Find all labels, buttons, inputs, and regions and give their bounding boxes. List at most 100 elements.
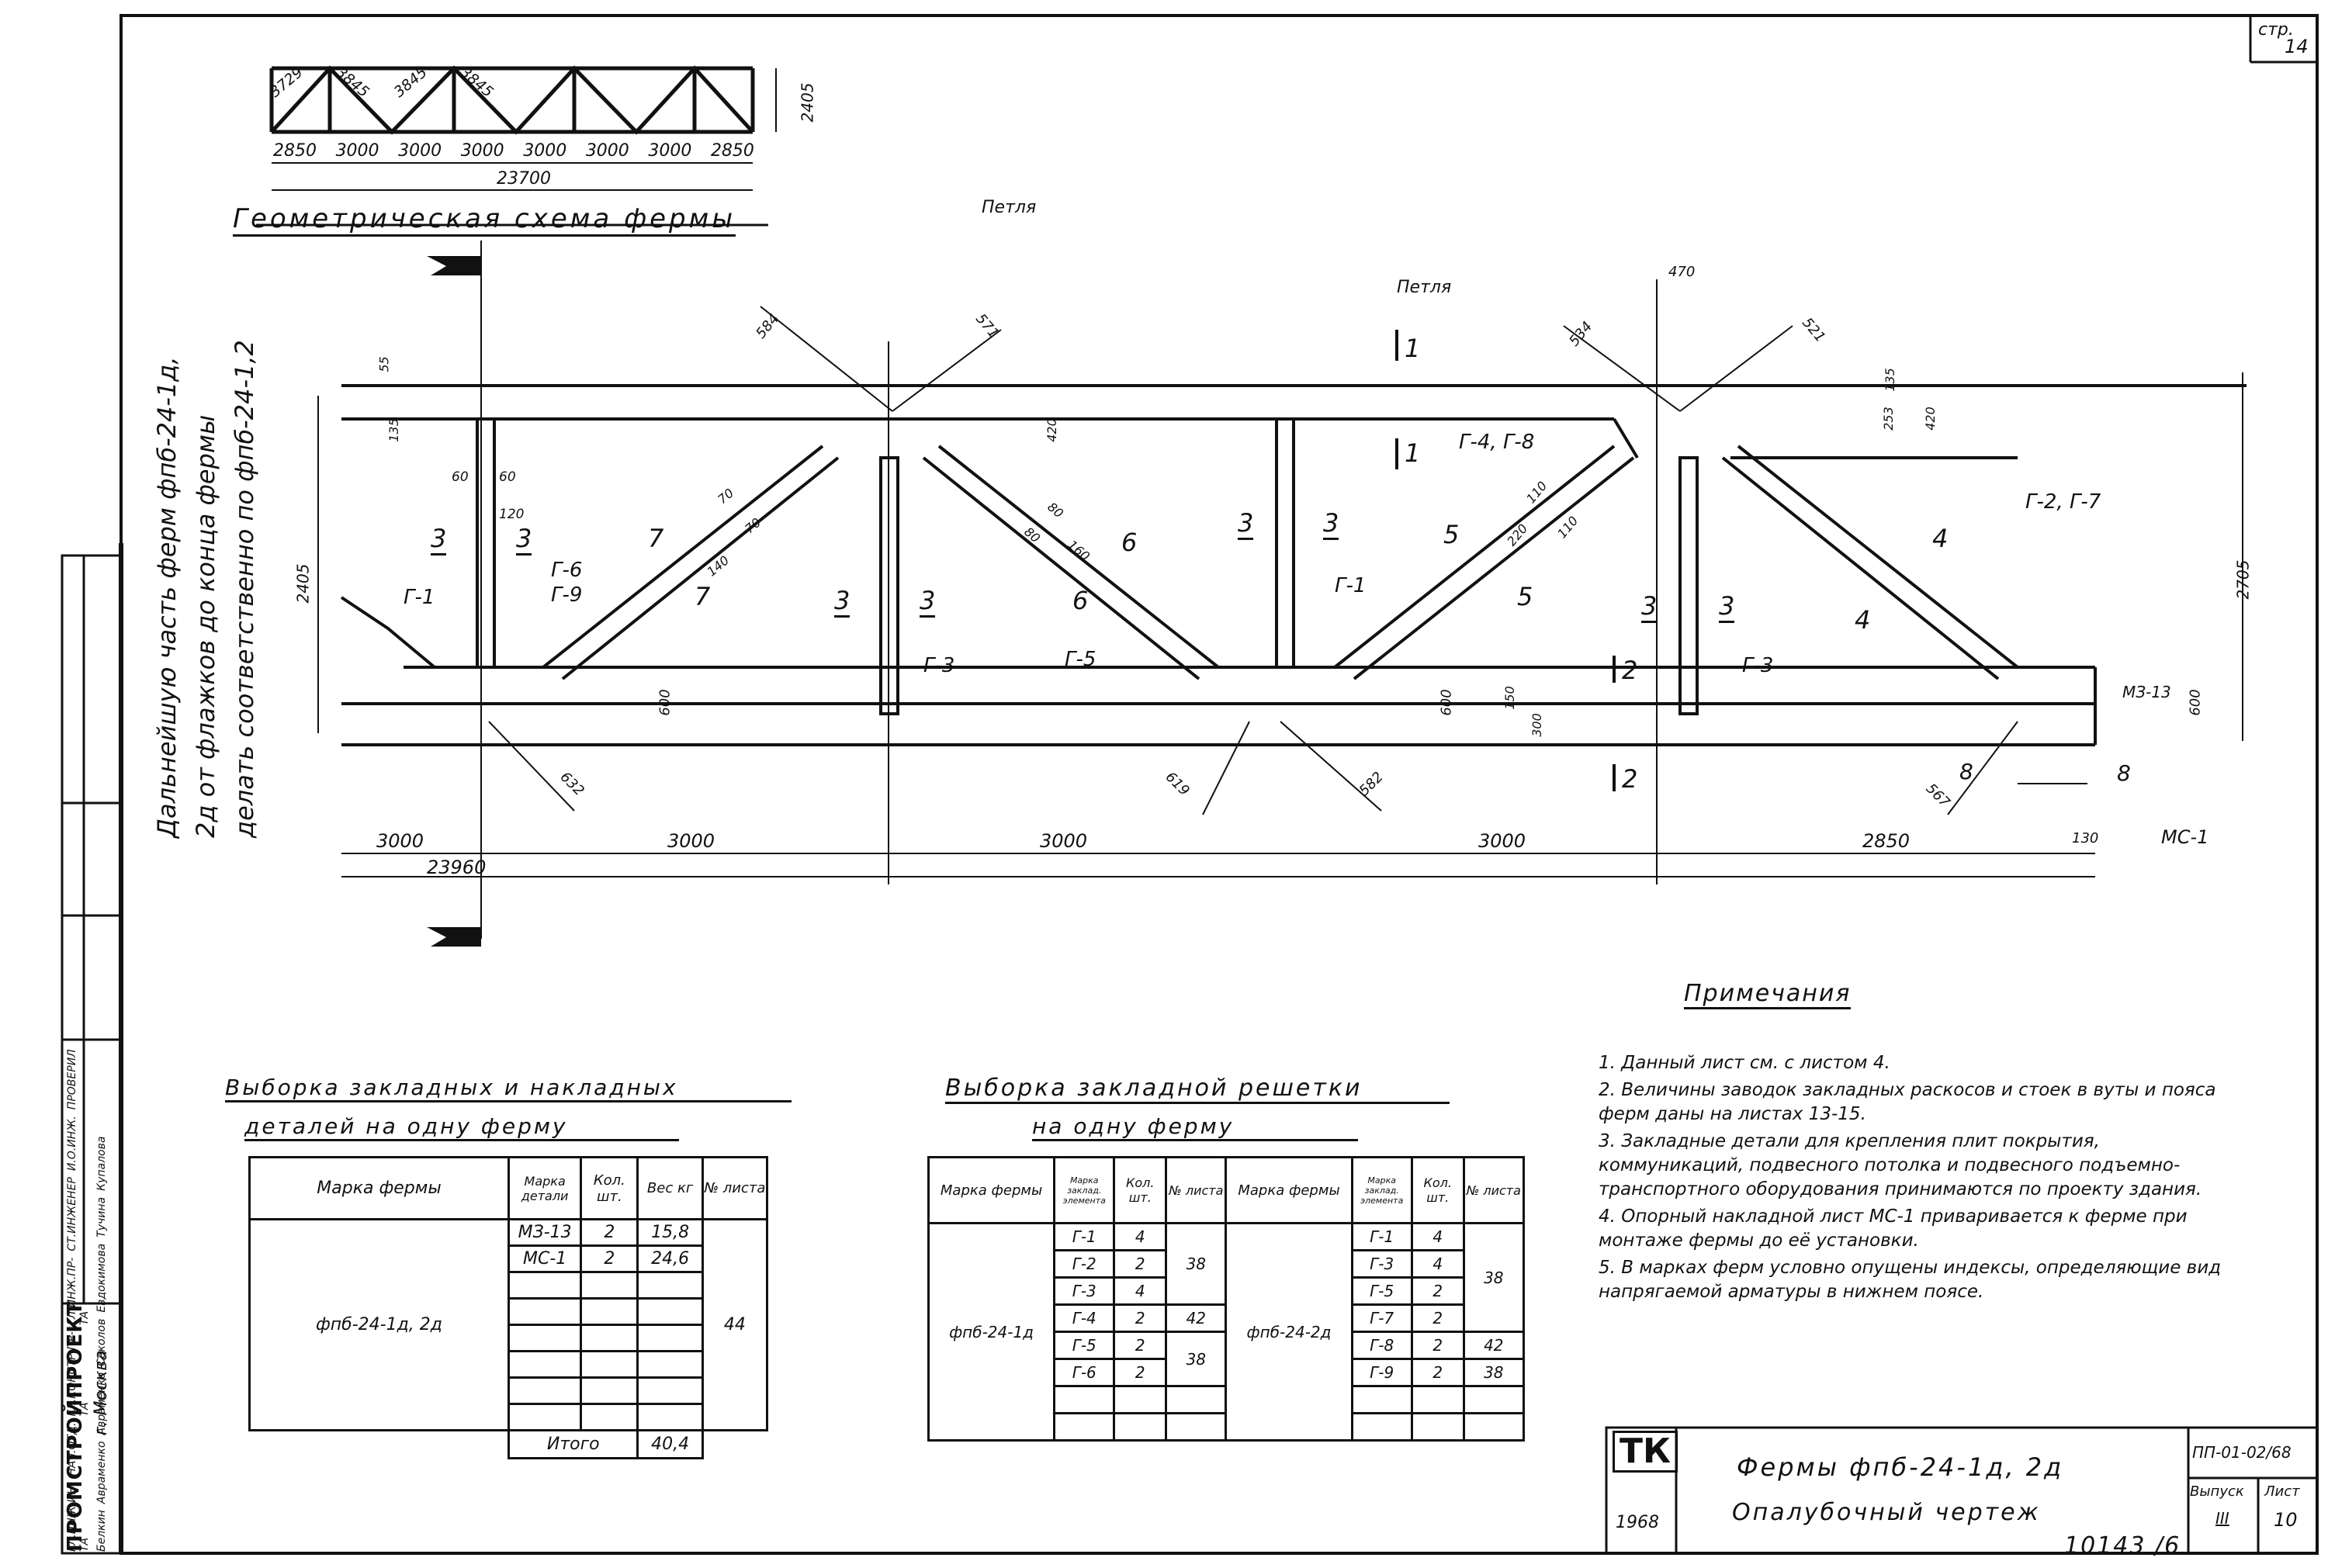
section-1: 1 <box>1405 334 1421 363</box>
t2-cell: Г-2 <box>1053 1249 1116 1279</box>
bottom-dim: 130 <box>2072 830 2099 846</box>
table2: Марка фермы Марка заклад. элемента Кол. … <box>927 1156 1526 1442</box>
scheme-title: Геометрическая схема фермы <box>233 203 736 237</box>
t2-cell: Г-3 <box>1053 1276 1116 1306</box>
scheme-panel: 3000 <box>648 141 692 161</box>
section-7: 7 <box>695 582 711 611</box>
section-1: 1 <box>1405 438 1421 468</box>
t1-mark: фпб-24-1д, 2д <box>248 1218 510 1431</box>
bottom-dim: 3000 <box>1040 830 1088 852</box>
loop-label-2: Петля <box>1397 278 1452 297</box>
section-3: 3 <box>1641 591 1658 623</box>
page-ref-label: стр. <box>2258 20 2294 40</box>
dim-470: 470 <box>1668 264 1696 280</box>
table1-title2: деталей на одну ферму <box>244 1113 679 1141</box>
title-subtitle: Опалубочный чертеж <box>1732 1499 2041 1526</box>
t2-cell: 4 <box>1410 1222 1465 1251</box>
t2-cell: 2 <box>1410 1331 1465 1360</box>
t1-header: № листа <box>701 1156 769 1220</box>
geometric-scheme <box>256 65 777 227</box>
t1-total: 40,4 <box>636 1429 704 1459</box>
section-5: 5 <box>1443 520 1460 549</box>
element-g4-g8: Г-4, Г-8 <box>1459 431 1535 454</box>
element-g5: Г-5 <box>1065 648 1096 671</box>
footer-number: 10143 /6 <box>2064 1532 2181 1559</box>
section-3: 3 <box>1323 508 1339 540</box>
t2-sheet: 38 <box>1462 1358 1526 1387</box>
t2-header: Кол. шт. <box>1410 1156 1465 1224</box>
t2-header: Марка заклад. элемента <box>1350 1156 1413 1224</box>
sheet-label: Лист <box>2264 1483 2300 1500</box>
t2-cell: 2 <box>1113 1303 1168 1333</box>
title-name: Фермы фпб-24-1д, 2д <box>1737 1452 2064 1482</box>
t2-header: № листа <box>1165 1156 1228 1224</box>
t1-cell: 24,6 <box>636 1244 704 1273</box>
t2-cell: 2 <box>1410 1303 1465 1333</box>
section-6: 6 <box>1072 586 1089 615</box>
table1: Марка фермы Марка детали Кол. шт. Вес кг… <box>248 1156 769 1459</box>
t1-total-label: Итого <box>507 1429 639 1459</box>
section-7: 7 <box>648 524 664 553</box>
section-3: 3 <box>516 524 532 556</box>
t1-cell: 2 <box>580 1244 639 1273</box>
t2-cell: 2 <box>1410 1358 1465 1387</box>
bottom-total: 23960 <box>427 857 487 878</box>
t2-cell: 2 <box>1113 1358 1168 1387</box>
t2-cell: 2 <box>1113 1249 1168 1279</box>
section-3: 3 <box>920 586 936 618</box>
t2-cell: 4 <box>1410 1249 1465 1279</box>
notes-title: Примечания <box>1684 980 1852 1009</box>
table2-title1: Выборка закладной решетки <box>945 1075 1450 1104</box>
element-g9: Г-9 <box>551 583 583 607</box>
t1-cell: МЗ-13 <box>507 1218 583 1247</box>
scheme-panel: 3000 <box>335 141 379 161</box>
table1-title1: Выборка закладных и накладных <box>225 1075 792 1102</box>
element-g1-right: Г-1 <box>1335 574 1367 597</box>
t1-sheet: 44 <box>701 1218 769 1431</box>
sheet-value: 10 <box>2274 1509 2298 1531</box>
section-3: 3 <box>834 586 850 618</box>
notes-list: 1. Данный лист см. с листом 4. 2. Величи… <box>1599 1051 2227 1307</box>
element-ms1: МС-1 <box>2161 826 2209 848</box>
t2-cell: Г-4 <box>1053 1303 1116 1333</box>
t2-header: Кол. шт. <box>1113 1156 1168 1224</box>
scheme-panel: 3000 <box>585 141 629 161</box>
scheme-panels: 2850 3000 3000 3000 3000 3000 3000 2850 <box>273 141 754 161</box>
element-g1-left: Г-1 <box>404 586 435 609</box>
scheme-panel: 3000 <box>398 141 442 161</box>
t2-cell: 4 <box>1113 1222 1168 1251</box>
section-2: 2 <box>1622 656 1638 685</box>
note-item: 3. Закладные детали для крепления плит п… <box>1599 1131 2202 1199</box>
element-mz13: МЗ-13 <box>2122 683 2171 701</box>
t2-cell: 2 <box>1113 1331 1168 1360</box>
bottom-dim: 3000 <box>1478 830 1526 852</box>
section-5: 5 <box>1517 582 1533 611</box>
t2-header: Марка заклад. элемента <box>1053 1156 1116 1224</box>
bottom-dim: 3000 <box>376 830 424 852</box>
t1-cell: 15,8 <box>636 1218 704 1247</box>
section-2: 2 <box>1622 764 1638 794</box>
t1-cell: 2 <box>580 1218 639 1247</box>
section-6: 6 <box>1121 528 1138 557</box>
scheme-panel: 3000 <box>460 141 504 161</box>
section-3: 3 <box>1719 591 1735 623</box>
dim-small: 60 <box>499 469 516 485</box>
t2-cell: Г-6 <box>1053 1358 1116 1387</box>
issue-label: Выпуск <box>2190 1483 2244 1500</box>
bottom-dim: 3000 <box>667 830 715 852</box>
t2-cell: Г-8 <box>1350 1331 1413 1360</box>
element-g6: Г-6 <box>551 559 583 582</box>
scheme-panel: 2850 <box>710 141 754 161</box>
section-8: 8 <box>1959 759 1973 784</box>
section-3: 3 <box>431 524 447 556</box>
t1-header: Вес кг <box>636 1156 704 1220</box>
t2-header: Марка фермы <box>927 1156 1056 1224</box>
tk-logo: ТК <box>1613 1431 1678 1473</box>
t1-header: Марка фермы <box>248 1156 510 1220</box>
scheme-panel: 2850 <box>273 141 317 161</box>
t2-cell: Г-7 <box>1350 1303 1413 1333</box>
scheme-total: 23700 <box>497 169 551 189</box>
